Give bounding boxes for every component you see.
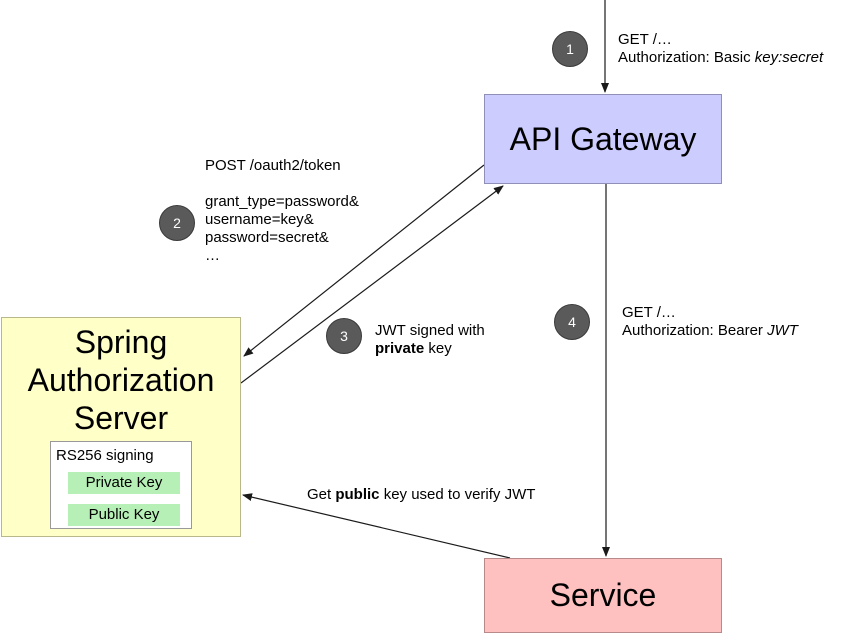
auth-server-title: Spring Authorization Server: [2, 323, 240, 437]
step-3-line-1: JWT signed with: [375, 322, 485, 339]
step-2-body-line: password=secret&: [205, 229, 329, 246]
service-label: Service: [549, 577, 657, 613]
step-4-auth-header: Authorization: Bearer JWT: [622, 322, 798, 340]
arrow-service-to-auth-server: [242, 493, 511, 559]
auth-server-title-line: Authorization: [27, 362, 215, 398]
step-3-line-2: private key: [375, 340, 485, 358]
rs256-signing-box: RS256 signing Private Key Public Key: [50, 441, 192, 529]
step-2-body-line: username=key&: [205, 211, 314, 228]
step-3-key-word: key: [424, 340, 452, 357]
api-gateway-label: API Gateway: [509, 120, 697, 157]
auth-server-title-line: Spring: [74, 324, 168, 360]
fetch-prefix: Get: [307, 486, 336, 503]
auth-server-node: Spring Authorization Server RS256 signin…: [1, 317, 241, 537]
service-node: Service: [484, 558, 722, 633]
private-key-chip: Private Key: [68, 472, 180, 494]
fetch-public-word: public: [335, 486, 380, 503]
step-3-private-word: private: [375, 340, 425, 357]
step-1-auth-prefix: Authorization: Basic: [618, 49, 755, 66]
step-2-request-line: POST /oauth2/token: [205, 157, 341, 174]
step-1-label: GET /… Authorization: Basic key:secret: [618, 31, 823, 67]
step-4-label: GET /… Authorization: Bearer JWT: [622, 304, 798, 340]
step-4-auth-token: JWT: [767, 322, 798, 339]
arrow-gateway-to-auth-server: [243, 164, 485, 357]
step-2-body-line: …: [205, 247, 220, 264]
step-4-request-line: GET /…: [622, 304, 676, 321]
auth-server-title-line: Server: [73, 400, 169, 436]
step-4-badge: 4: [554, 304, 590, 340]
api-gateway-node: API Gateway: [484, 94, 722, 184]
step-1-auth-header: Authorization: Basic key:secret: [618, 49, 823, 67]
step-3-badge: 3: [326, 318, 362, 354]
step-2-spacer: [205, 175, 359, 193]
step-3-label: JWT signed with private key: [375, 322, 485, 358]
step-1-auth-credentials: key:secret: [754, 49, 824, 66]
step-1-badge: 1: [552, 31, 588, 67]
step-2-badge: 2: [159, 205, 195, 241]
signing-label: RS256 signing: [56, 447, 154, 464]
arrow-auth-server-to-gateway: [240, 185, 504, 384]
step-2-body-line: grant_type=password&: [205, 193, 359, 210]
fetch-rest: key used to verify JWT: [379, 486, 536, 503]
step-4-auth-prefix: Authorization: Bearer: [622, 322, 768, 339]
public-key-chip: Public Key: [68, 504, 180, 526]
public-key-fetch-label: Get public key used to verify JWT: [307, 486, 535, 504]
step-1-request-line: GET /…: [618, 31, 672, 48]
step-2-label: POST /oauth2/token grant_type=password& …: [205, 157, 359, 265]
